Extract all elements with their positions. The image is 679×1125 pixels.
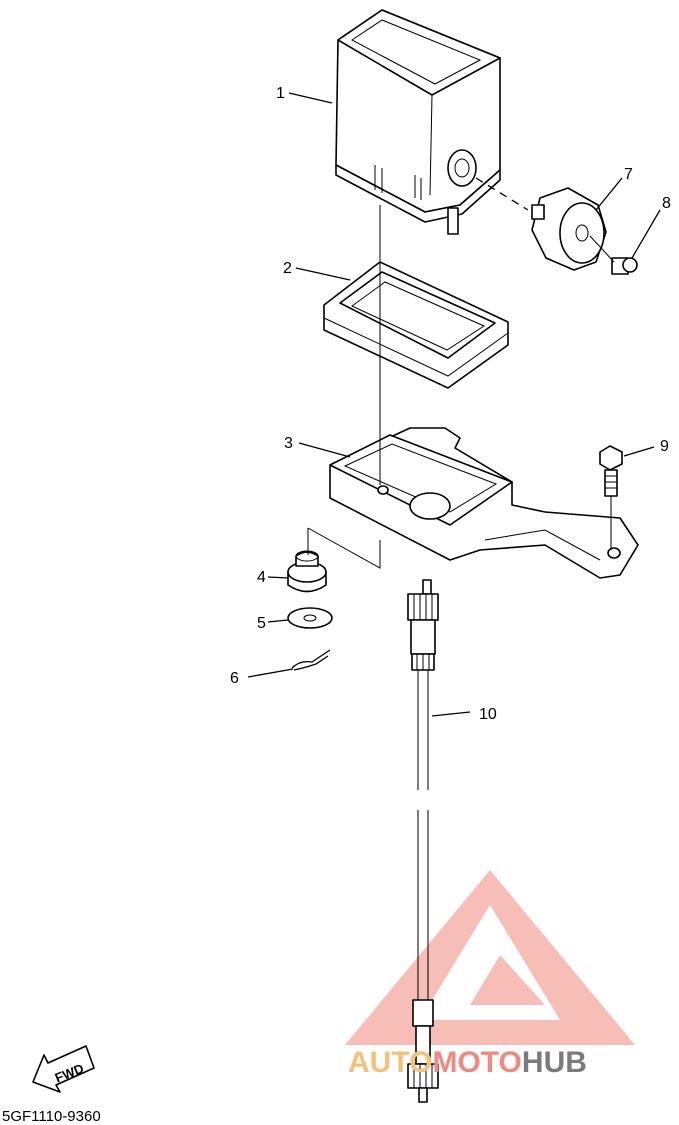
callout-8: 8: [662, 195, 671, 212]
part-3-bracket: [329, 427, 639, 579]
callout-4: 4: [257, 569, 266, 586]
watermark-auto: AUTO: [348, 1046, 432, 1079]
part-9-bolt: [599, 445, 623, 497]
part-10-cable: [407, 579, 439, 1103]
watermark-inner-mark: [470, 955, 545, 1005]
callout-9: 9: [660, 438, 669, 455]
assembly-lines: [307, 177, 615, 569]
part-4-grommet: [287, 550, 327, 593]
part-7-knob: [531, 187, 607, 271]
watermark-logo: [345, 870, 635, 1045]
part-1-meter-housing: [335, 9, 501, 235]
callout-1: 1: [276, 85, 285, 102]
callout-10: 10: [479, 706, 497, 723]
callout-3: 3: [284, 435, 293, 452]
diagram-code: 5GF1110-9360: [2, 1108, 101, 1125]
watermark-hub: HUB: [522, 1046, 587, 1079]
callout-6: 6: [230, 670, 239, 687]
fwd-arrow: FWD: [32, 1045, 95, 1093]
watermark-triangle: [345, 870, 635, 1045]
watermark-moto: MOTO: [432, 1046, 521, 1079]
callout-labels: 1 2 3 4 5 6 7 8 9 10: [230, 85, 671, 723]
leader-lines: [247, 92, 661, 717]
callout-7: 7: [624, 166, 633, 183]
part-6-clip: [291, 649, 331, 671]
callout-5: 5: [257, 615, 266, 632]
part-2-gasket: [323, 261, 509, 389]
watermark-text: AUTOMOTOHUB: [348, 1046, 587, 1079]
part-5-washer: [287, 607, 333, 629]
part-8-screw: [611, 257, 638, 275]
callout-2: 2: [283, 260, 292, 277]
